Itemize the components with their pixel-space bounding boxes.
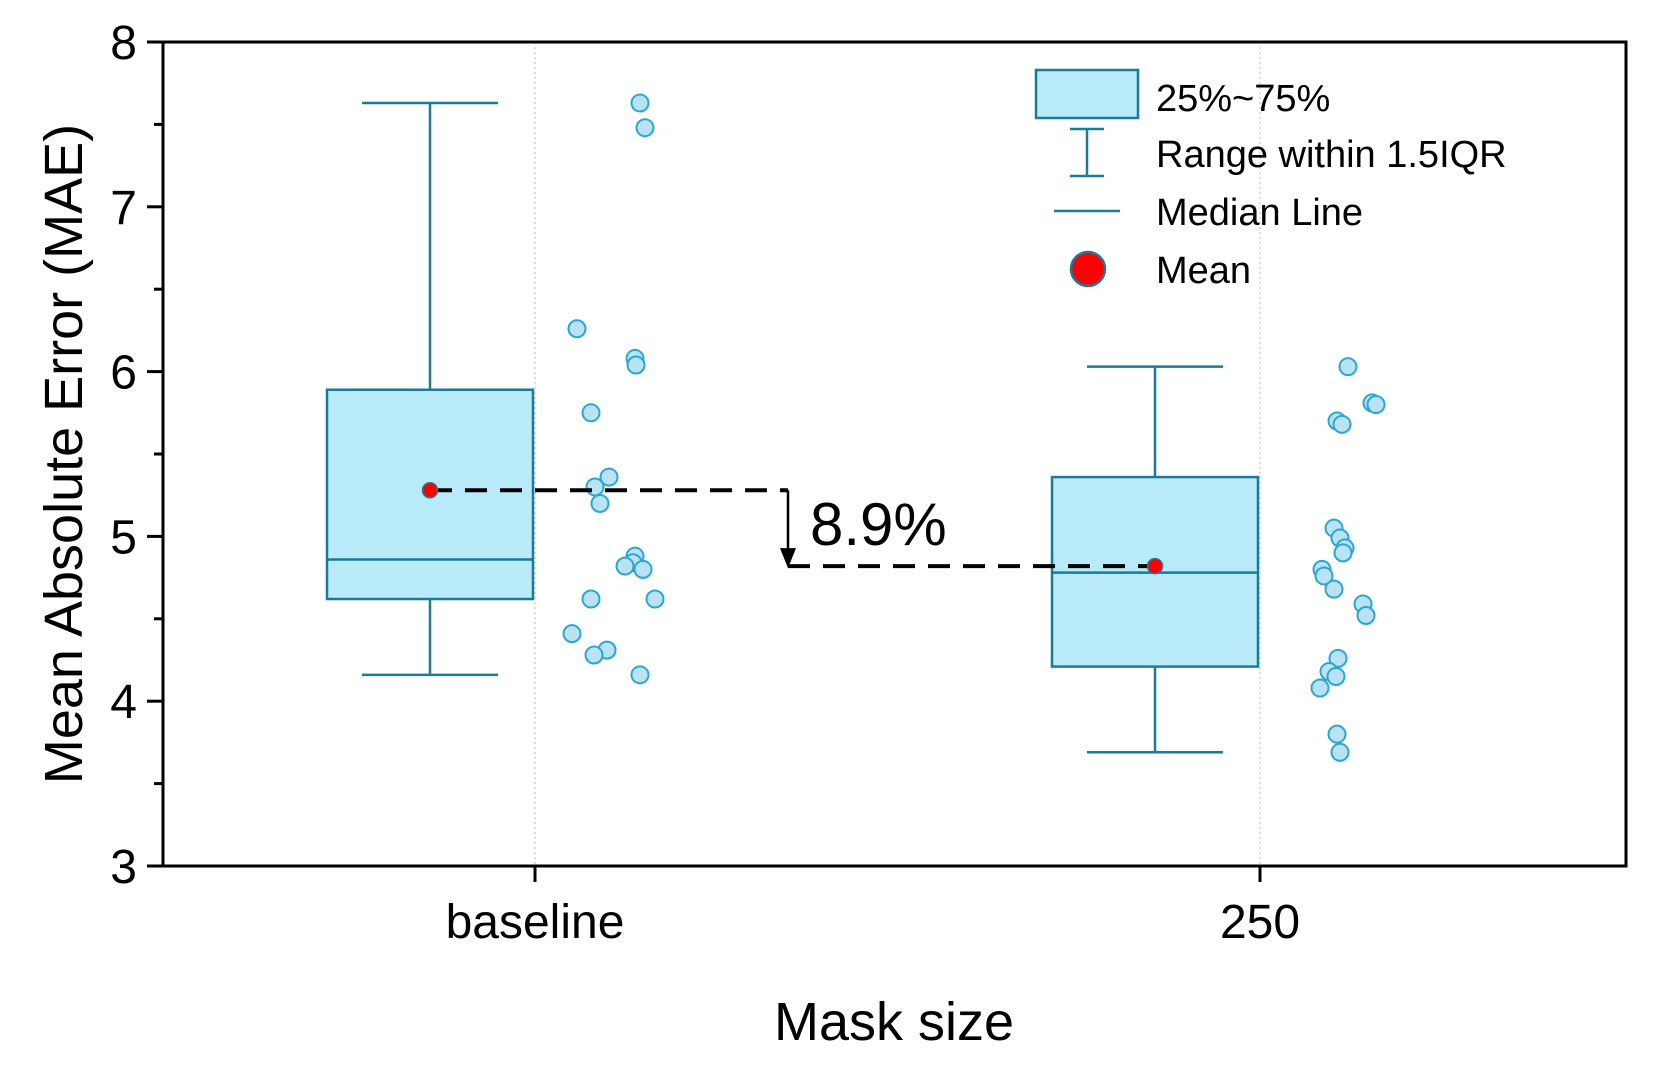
data-point bbox=[1324, 579, 1344, 599]
data-point bbox=[1328, 648, 1348, 668]
y-axis-title: Mean Absolute Error (MAE) bbox=[34, 124, 94, 784]
data-point bbox=[562, 624, 582, 644]
legend-mean-swatch bbox=[1069, 250, 1107, 288]
grid-lines bbox=[534, 42, 1261, 866]
x-axis-title: Mask size bbox=[774, 992, 1014, 1052]
data-point bbox=[645, 589, 665, 609]
legend: 25%~75% Range within 1.5IQR Median Line … bbox=[1034, 68, 1507, 292]
y-tick-label: 7 bbox=[110, 182, 137, 235]
data-points-layer bbox=[562, 93, 1386, 762]
legend-label-mean: Mean bbox=[1156, 250, 1251, 292]
y-tick-label: 5 bbox=[110, 511, 137, 564]
axes-layer: 3 4 5 6 7 8 baseline 250 bbox=[110, 17, 1628, 949]
data-point bbox=[1338, 357, 1358, 377]
data-point bbox=[615, 556, 635, 576]
data-point bbox=[584, 645, 604, 665]
box-baseline bbox=[325, 101, 535, 677]
y-tick-label: 3 bbox=[110, 841, 137, 894]
mean-marker-baseline bbox=[421, 482, 439, 499]
boxes-layer bbox=[325, 101, 1260, 754]
data-point bbox=[1356, 606, 1376, 626]
legend-whisker-icon bbox=[1070, 127, 1104, 178]
data-point bbox=[626, 355, 646, 375]
data-point bbox=[581, 403, 601, 423]
data-point bbox=[1332, 414, 1352, 434]
data-point bbox=[1314, 566, 1334, 586]
mean-marker-250 bbox=[1146, 557, 1164, 575]
data-point bbox=[635, 118, 655, 138]
legend-label-iqr: 25%~75% bbox=[1156, 78, 1330, 120]
data-point bbox=[1327, 724, 1347, 744]
percent-change-label: 8.9% bbox=[810, 491, 947, 558]
data-point bbox=[1366, 395, 1386, 415]
drop-arrow-head bbox=[780, 548, 796, 569]
y-tick-label: 6 bbox=[110, 347, 137, 400]
data-point bbox=[1310, 678, 1330, 698]
data-point bbox=[567, 319, 587, 339]
legend-label-range: Range within 1.5IQR bbox=[1156, 134, 1507, 176]
data-point bbox=[581, 589, 601, 609]
data-point bbox=[1326, 666, 1346, 686]
x-tick-label: 250 bbox=[1220, 896, 1300, 949]
data-point bbox=[1330, 742, 1350, 762]
annotation-layer: 8.9% bbox=[421, 482, 1164, 575]
legend-box-swatch bbox=[1034, 68, 1140, 120]
x-tick-label: baseline bbox=[446, 896, 625, 949]
data-point bbox=[633, 559, 653, 579]
y-tick-label: 8 bbox=[110, 17, 137, 70]
data-point bbox=[630, 93, 650, 113]
data-point bbox=[590, 493, 610, 513]
data-point bbox=[585, 477, 605, 497]
y-tick-label: 4 bbox=[110, 676, 137, 729]
data-point bbox=[1333, 543, 1353, 563]
data-point bbox=[630, 665, 650, 685]
data-point bbox=[599, 467, 619, 487]
legend-label-median: Median Line bbox=[1156, 192, 1363, 234]
